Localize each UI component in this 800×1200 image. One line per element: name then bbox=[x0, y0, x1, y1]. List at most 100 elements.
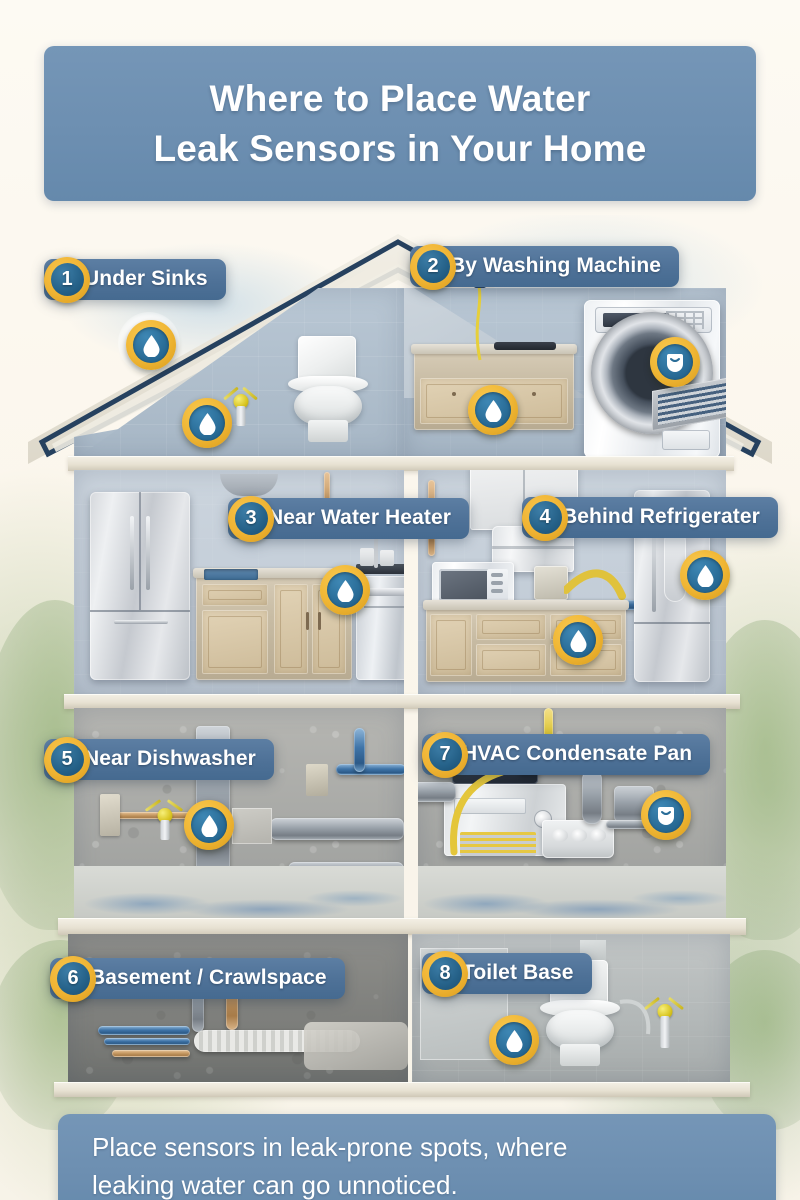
kitchen-cooktop bbox=[356, 564, 404, 574]
sensor-kitchen-counter[interactable] bbox=[320, 565, 370, 615]
callout-7-hvac-condensate-pan[interactable]: 7 HVAC Condensate Pan bbox=[422, 731, 711, 778]
basement-control-box bbox=[306, 764, 328, 796]
roof bbox=[28, 228, 772, 464]
kitchen-canister-1 bbox=[360, 548, 374, 566]
sensor-gas-meter[interactable] bbox=[553, 615, 603, 665]
basement-copper-run bbox=[104, 812, 204, 819]
water-drop-icon bbox=[327, 572, 363, 608]
callout-badge-8: 8 bbox=[422, 950, 468, 997]
hvac-panel-slot bbox=[454, 798, 526, 814]
title-line-1: Where to Place Water bbox=[209, 77, 591, 119]
callout-number-4: 4 bbox=[528, 501, 562, 534]
sensor-laundry-cabinet[interactable] bbox=[468, 385, 518, 435]
water-drop-icon bbox=[475, 392, 511, 428]
sensor-attic-toilet[interactable] bbox=[182, 398, 232, 448]
callout-2-by-washing-machine[interactable]: 2 By Washing Machine bbox=[410, 243, 680, 290]
title-banner: Where to Place Water Leak Sensors in You… bbox=[44, 46, 756, 201]
utility-countertop bbox=[423, 600, 629, 610]
crawlspace-floor-slab bbox=[54, 1082, 750, 1097]
hvac-filter-canister bbox=[582, 770, 602, 824]
kitchen-base-cabinets bbox=[193, 568, 355, 680]
crawl-valve-handle bbox=[657, 1004, 673, 1019]
kitchen-refrigerator bbox=[90, 492, 190, 680]
callout-4-behind-refrigerator[interactable]: 4 Behind Refrigerater bbox=[522, 494, 778, 541]
water-drop-icon bbox=[191, 807, 227, 843]
crawl-shutoff-valve bbox=[643, 990, 685, 1050]
kitchen-countertop bbox=[193, 568, 355, 578]
utility-fridge-dispenser bbox=[664, 530, 686, 602]
hvac-yellow-hose bbox=[449, 768, 506, 856]
microwave-controls bbox=[486, 569, 508, 601]
kitchen-cabinet-door-2 bbox=[274, 584, 308, 674]
basement-main-drain bbox=[270, 818, 404, 840]
callout-number-6: 6 bbox=[56, 962, 90, 995]
hvac-coil-stack bbox=[460, 832, 536, 856]
fridge-door-split bbox=[90, 610, 190, 612]
callout-badge-4: 4 bbox=[522, 494, 568, 541]
utility-cabinet-drawer-1 bbox=[476, 614, 546, 640]
callout-label-7: HVAC Condensate Pan bbox=[422, 734, 711, 775]
laundry-cabinet-knob-right bbox=[532, 392, 536, 396]
callout-6-basement-crawlspace[interactable]: 6 Basement / Crawlspace bbox=[50, 955, 345, 1002]
crawl-valve-stem bbox=[660, 1016, 670, 1048]
basement-cold-riser bbox=[354, 728, 365, 772]
crawlspace-branch bbox=[112, 1050, 190, 1057]
sensor-toilet-base[interactable] bbox=[489, 1015, 539, 1065]
kitchen-hanging-pot bbox=[220, 474, 278, 496]
callout-5-near-dishwasher[interactable]: 5 Near Dishwasher bbox=[44, 736, 274, 783]
water-drop-icon bbox=[189, 405, 225, 441]
laundry-cabinet-knob-left bbox=[452, 392, 456, 396]
basement-access-panel bbox=[232, 808, 272, 844]
leak-device-icon bbox=[657, 344, 693, 380]
callout-badge-7: 7 bbox=[422, 731, 468, 778]
leak-device-icon bbox=[648, 797, 684, 833]
callout-number-8: 8 bbox=[428, 957, 462, 990]
washing-machine bbox=[584, 300, 720, 458]
utility-fridge-handle bbox=[652, 516, 656, 612]
main-floor-slab bbox=[64, 694, 740, 709]
callout-8-toilet-base[interactable]: 8 Toilet Base bbox=[422, 950, 592, 997]
dishwasher-panel-line bbox=[364, 606, 404, 608]
callout-label-6: Basement / Crawlspace bbox=[50, 958, 345, 999]
callout-3-near-water-heater[interactable]: 3 Near Water Heater bbox=[228, 495, 469, 542]
basement-valve-handle bbox=[157, 808, 173, 823]
basement-floor-slab bbox=[58, 918, 746, 935]
fridge-handle-left bbox=[130, 516, 134, 590]
footer-banner: Place sensors in leak-prone spots, where… bbox=[58, 1114, 776, 1200]
sensor-refrigerator[interactable] bbox=[680, 550, 730, 600]
kitchen-drawer bbox=[202, 584, 268, 606]
kitchen-cabinet-door-1 bbox=[202, 610, 268, 674]
toilet-tank bbox=[298, 336, 356, 380]
callout-number-1: 1 bbox=[50, 263, 84, 296]
footer-line-2: leaking water can go unnoticed. bbox=[92, 1170, 458, 1200]
hvac-left-duct bbox=[418, 782, 456, 802]
sensor-hvac-pan[interactable] bbox=[641, 790, 691, 840]
basement-junction-box bbox=[100, 794, 120, 836]
callout-badge-1: 1 bbox=[44, 256, 90, 303]
sensor-washing-machine[interactable] bbox=[650, 337, 700, 387]
basement-cold-supply bbox=[336, 764, 404, 775]
crawlspace-left bbox=[68, 934, 408, 1084]
kitchen-knob-1 bbox=[306, 612, 309, 630]
gas-flex-line bbox=[564, 569, 626, 600]
sensor-basement-pipe[interactable] bbox=[184, 800, 234, 850]
crawlspace-pex-line-1 bbox=[98, 1026, 190, 1035]
pan-port-1 bbox=[552, 829, 568, 842]
gas-meter bbox=[534, 566, 568, 600]
crawlspace-insulation-batt bbox=[304, 1022, 408, 1070]
callout-badge-5: 5 bbox=[44, 736, 90, 783]
water-drop-icon bbox=[687, 557, 723, 593]
attic-toilet bbox=[284, 336, 376, 446]
wall-cabinet-seam bbox=[523, 470, 525, 526]
sensor-attic-sink[interactable] bbox=[126, 320, 176, 370]
callout-1-under-sinks[interactable]: 1 Under Sinks bbox=[44, 256, 226, 303]
utility-fridge-split bbox=[634, 622, 710, 624]
attic-shutoff-valve bbox=[223, 380, 258, 432]
title-line-2: Leak Sensors in Your Home bbox=[153, 127, 647, 169]
fridge-center-seam bbox=[139, 492, 141, 610]
water-heater-band bbox=[492, 546, 574, 549]
hvac-condensate-pan bbox=[542, 820, 614, 858]
water-drop-icon bbox=[133, 327, 169, 363]
microwave-window bbox=[439, 569, 490, 601]
